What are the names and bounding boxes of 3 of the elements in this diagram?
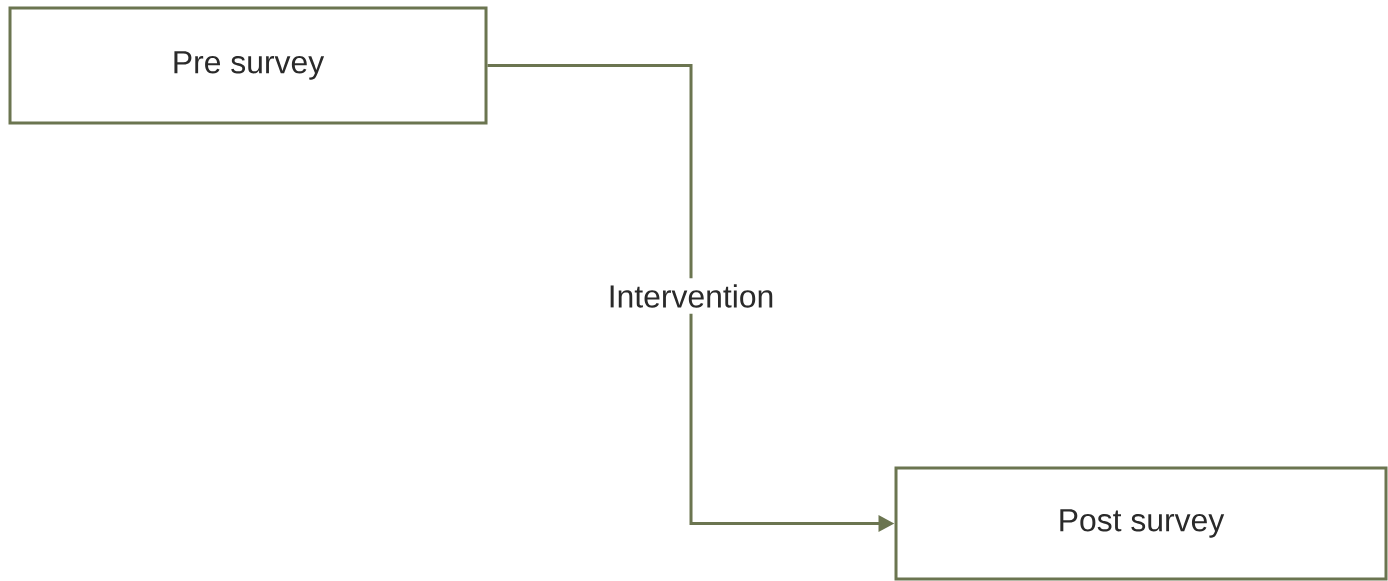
- edge-label: Intervention: [601, 278, 781, 314]
- process-box: Pre survey: [8, 6, 488, 125]
- process-box: Post survey: [894, 466, 1388, 581]
